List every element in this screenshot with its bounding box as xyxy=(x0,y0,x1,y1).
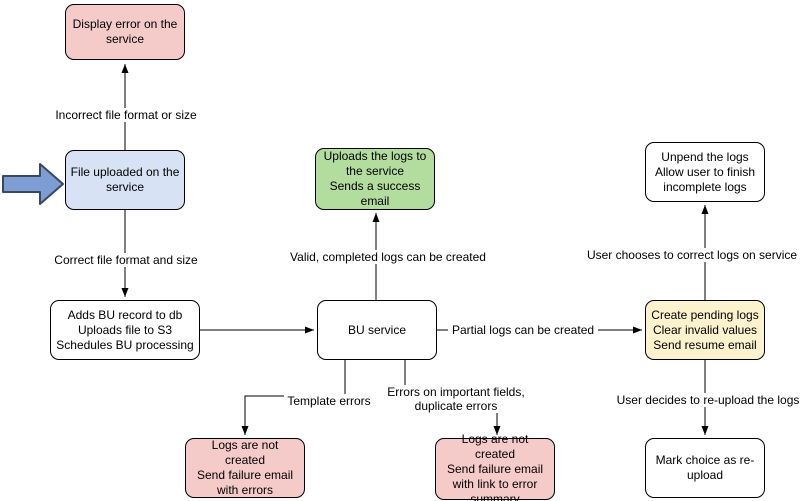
edge-label-user-reuploads: User decides to re-upload the logs xyxy=(613,393,801,407)
node-file-uploaded: File uploaded on the service xyxy=(65,150,185,210)
node-mark-choice-reupload: Mark choice as re- upload xyxy=(645,438,765,498)
edge-label-user-corrects: User chooses to correct logs on service xyxy=(584,248,800,262)
node-logs-not-created-fields: Logs are not created Send failure email … xyxy=(435,432,555,501)
node-unpend-logs: Unpend the logs Allow user to finish inc… xyxy=(645,142,765,202)
edge-label-valid-logs: Valid, completed logs can be created xyxy=(283,250,493,264)
node-uploads-logs: Uploads the logs to the service Sends a … xyxy=(315,148,435,210)
edge-label-correct-format: Correct file format and size xyxy=(46,253,206,267)
node-create-pending-logs: Create pending logs Clear invalid values… xyxy=(645,300,765,360)
node-display-error: Display error on the service xyxy=(65,4,185,60)
edge-label-partial-logs: Partial logs can be created xyxy=(448,323,598,337)
edge-label-incorrect-format: Incorrect file format or size xyxy=(46,108,206,122)
node-adds-bu-record: Adds BU record to db Uploads file to S3 … xyxy=(50,300,200,360)
edge-label-template-errors: Template errors xyxy=(284,394,374,408)
node-bu-service: BU service xyxy=(317,300,437,360)
edge-label-field-errors: Errors on important fields, duplicate er… xyxy=(381,385,531,413)
node-logs-not-created-template: Logs are not created Send failure email … xyxy=(185,438,305,498)
